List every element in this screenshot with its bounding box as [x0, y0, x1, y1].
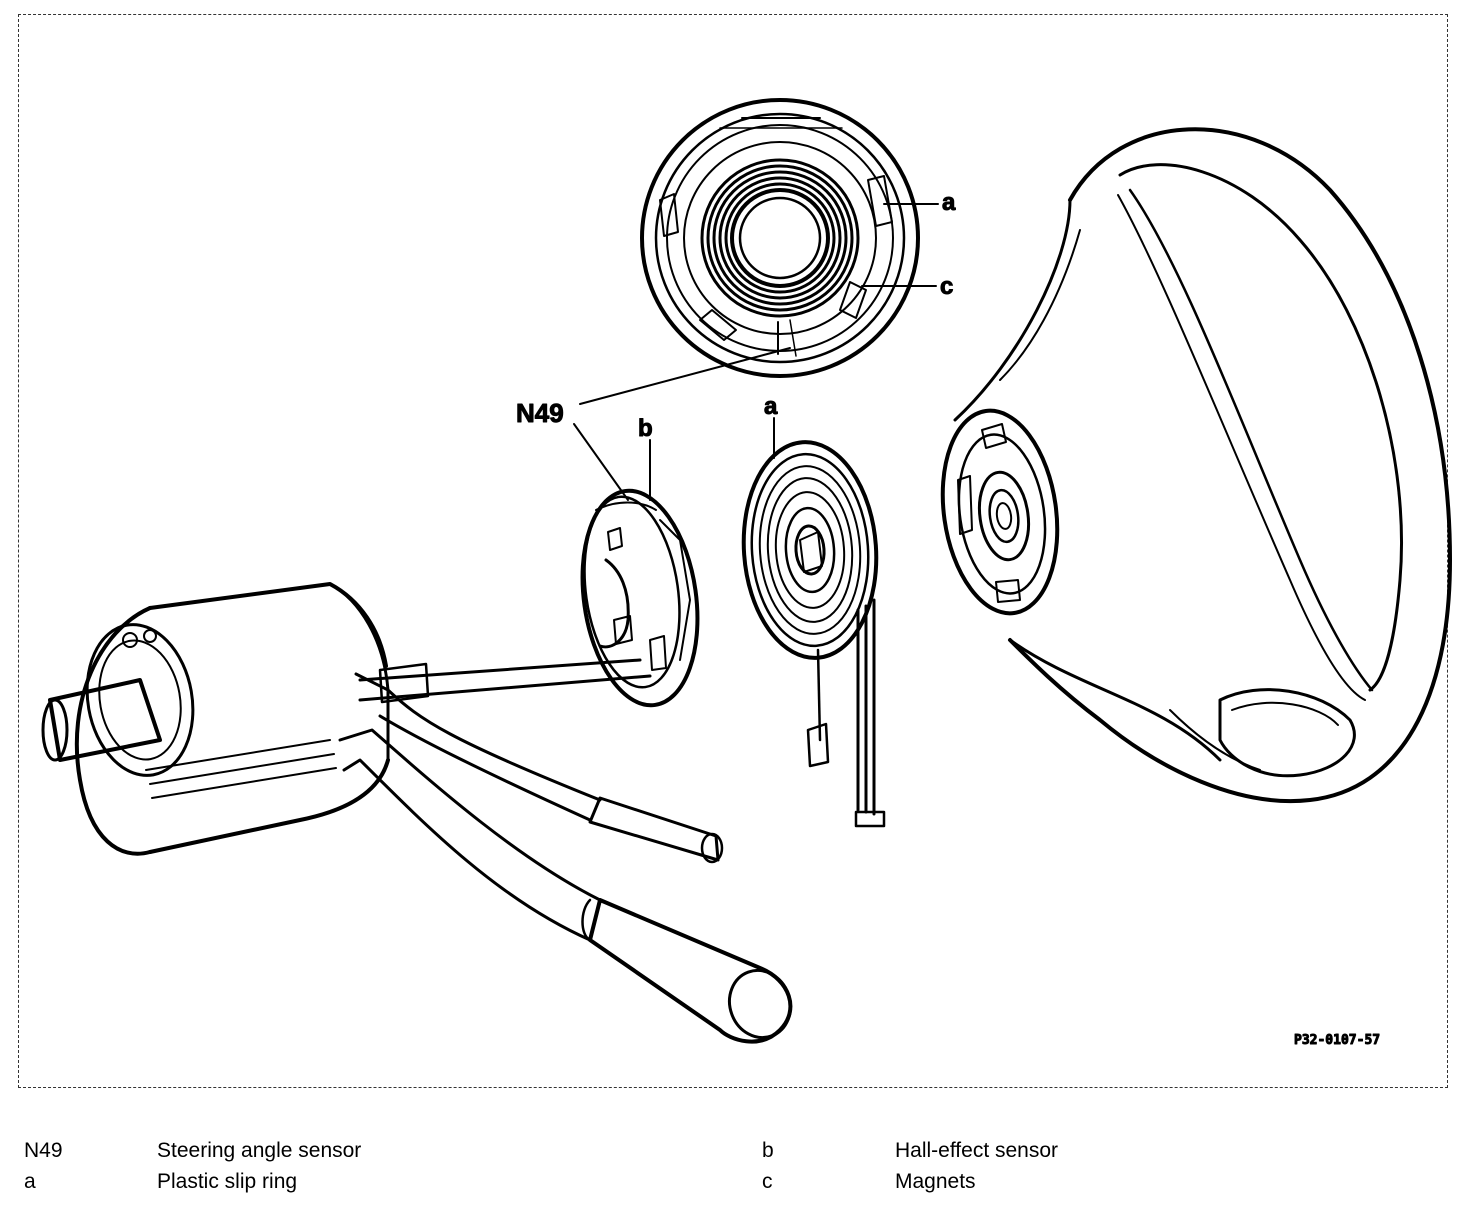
- legend-code: b: [762, 1139, 774, 1162]
- legend-desc-c: Magnets: [895, 1170, 976, 1194]
- legend-code: a: [24, 1170, 36, 1193]
- callout-a-top: a: [942, 189, 956, 216]
- slip-ring-clock-spring: [741, 440, 886, 828]
- legend-description: Magnets: [895, 1170, 976, 1193]
- callout-c: c: [940, 273, 953, 300]
- legend-code: N49: [24, 1139, 63, 1162]
- legend-desc-b: Hall-effect sensor: [895, 1139, 1058, 1163]
- figure-frame: [18, 14, 1448, 1088]
- callout-b: b: [638, 415, 653, 442]
- steering-wheel: [940, 127, 1452, 803]
- legend-description: Hall-effect sensor: [895, 1139, 1059, 1162]
- legend-item-b: b: [762, 1139, 774, 1163]
- callout-n49: N49: [516, 398, 564, 428]
- sensor-ring-detail: [640, 98, 920, 378]
- legend-item-a: a: [24, 1170, 36, 1194]
- figure-code: P32-0107-57: [1294, 1033, 1380, 1048]
- exploded-view-diagram: a c N49 b a P32-0107-57: [41, 98, 1452, 1049]
- legend-description: Plastic slip ring: [157, 1170, 298, 1193]
- legend-desc-a: Plastic slip ring: [157, 1170, 297, 1194]
- steering-column: [41, 582, 793, 1044]
- steering-angle-sensor: [580, 488, 700, 708]
- leader-lines: [573, 203, 939, 501]
- legend-code: c: [762, 1170, 773, 1193]
- legend-description: Steering angle sensor: [157, 1139, 362, 1162]
- legend-item-c: c: [762, 1170, 773, 1194]
- legend-desc-n49: Steering angle sensor: [157, 1139, 361, 1163]
- callout-a-mid: a: [764, 393, 778, 420]
- legend-item-n49: N49: [24, 1139, 63, 1163]
